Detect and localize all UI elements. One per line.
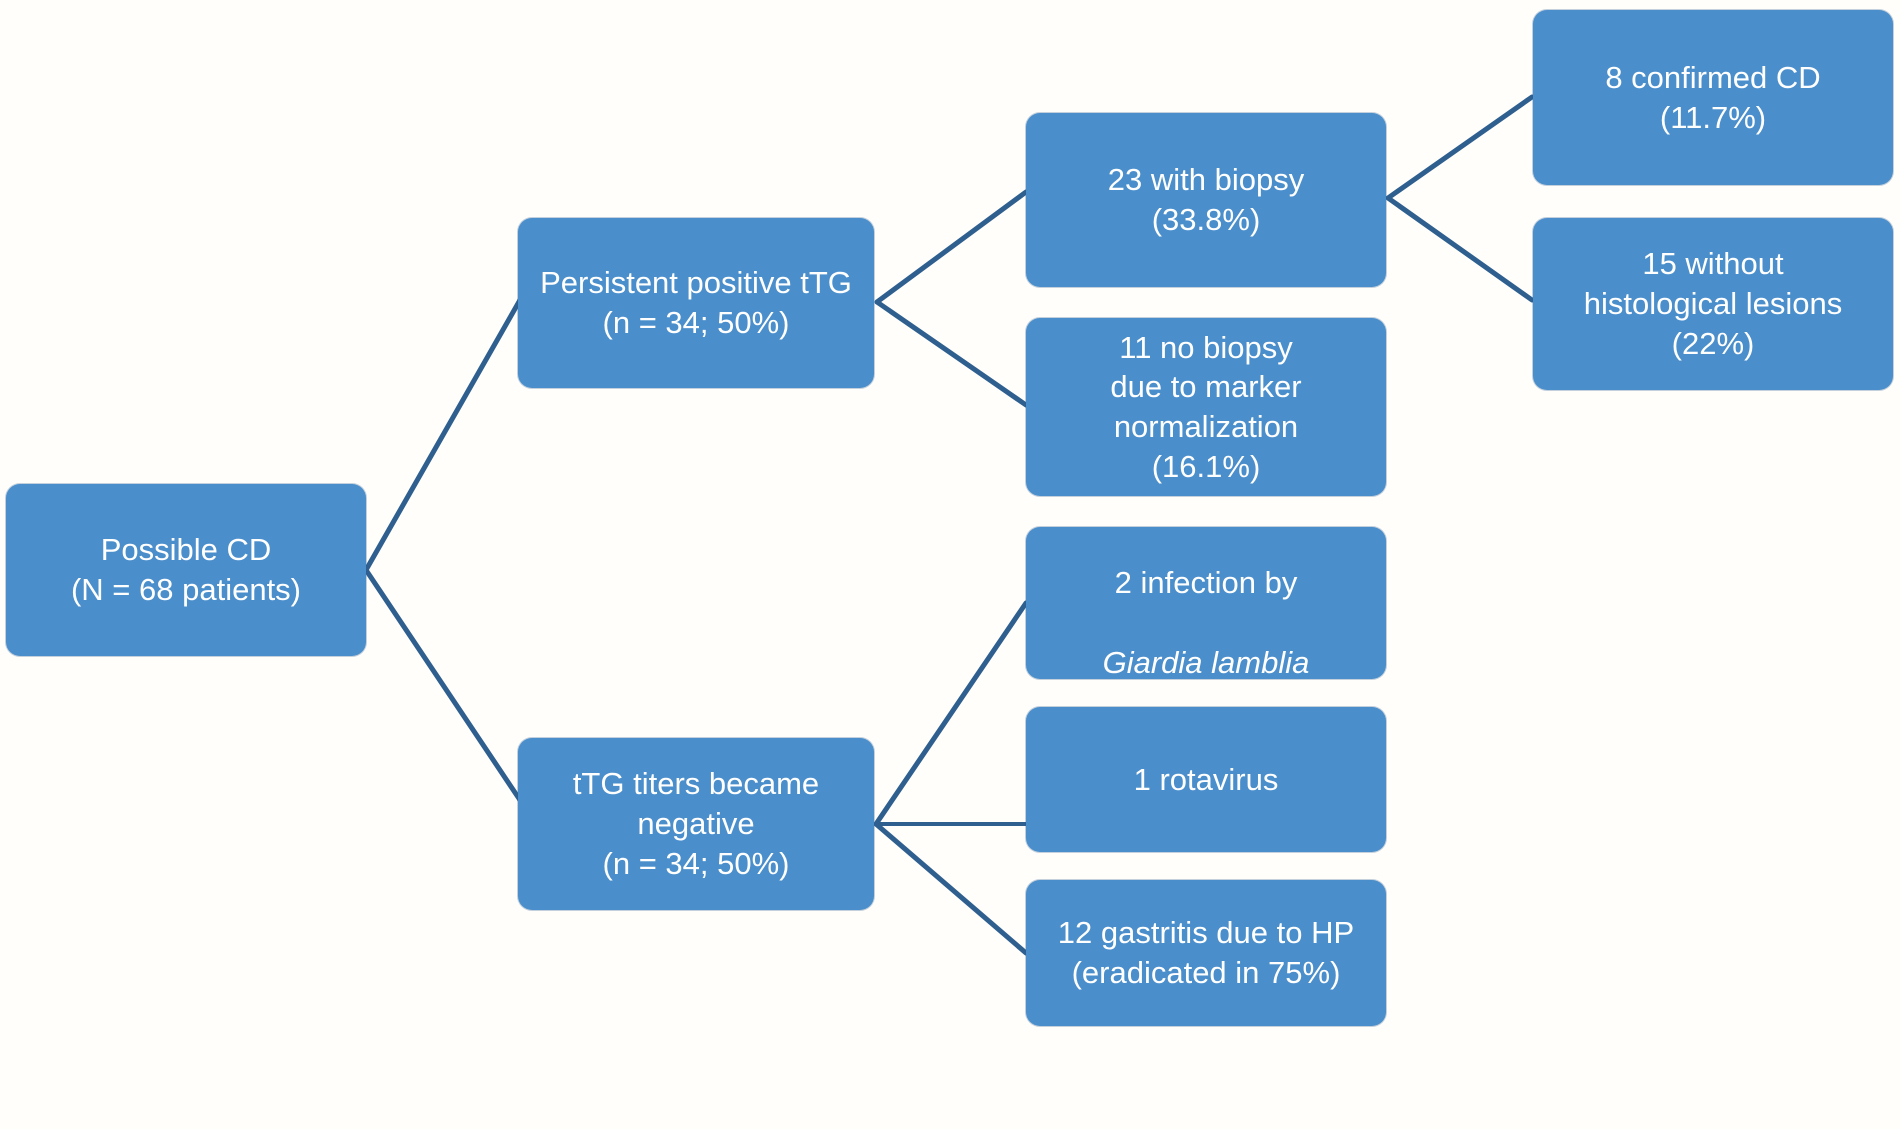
node-no-biopsy-marker-normalization-label: 11 no biopsy due to marker normalization… — [1110, 329, 1302, 484]
node-giardia-lamblia-infection[interactable]: 2 infection by Giardia lamblia — [1026, 527, 1386, 680]
node-rotavirus[interactable]: 1 rotavirus — [1026, 707, 1386, 852]
node-without-histological-lesions-label: 15 without histological lesions (22%) — [1583, 246, 1843, 361]
edge-persistent-positive-to-no-biopsy — [874, 299, 1029, 408]
node-giardia-line1: 2 infection by — [1114, 565, 1298, 601]
edge-possible-cd-to-persistent-positive — [363, 297, 523, 573]
edge-persistent-positive-to-with-biopsy — [874, 189, 1029, 305]
node-confirmed-cd-label: 8 confirmed CD (11.7%) — [1605, 59, 1821, 135]
edge-possible-cd-to-titers-negative — [363, 567, 523, 803]
node-gastritis-due-to-hp[interactable]: 12 gastritis due to HP (eradicated in 75… — [1026, 880, 1386, 1026]
edge-titers-negative-to-giardia — [873, 600, 1029, 827]
node-ttg-titers-became-negative[interactable]: tTG titers became negative (n = 34; 50%) — [518, 738, 874, 910]
edge-with-biopsy-to-without-lesions — [1385, 195, 1535, 303]
edge-with-biopsy-to-confirmed-cd — [1385, 94, 1535, 201]
node-rotavirus-label: 1 rotavirus — [1133, 761, 1279, 797]
node-giardia-species: Giardia lamblia — [1102, 644, 1310, 680]
node-possible-cd-label: Possible CD (N = 68 patients) — [70, 532, 302, 607]
node-possible-cd[interactable]: Possible CD (N = 68 patients) — [6, 484, 366, 656]
node-confirmed-cd[interactable]: 8 confirmed CD (11.7%) — [1533, 10, 1893, 185]
node-gastritis-due-to-hp-label: 12 gastritis due to HP (eradicated in 75… — [1057, 915, 1355, 990]
node-persistent-positive-ttg[interactable]: Persistent positive tTG (n = 34; 50%) — [518, 218, 874, 388]
edge-titers-negative-to-gastritis — [873, 821, 1029, 956]
node-ttg-titers-became-negative-label: tTG titers became negative (n = 34; 50%) — [572, 766, 820, 881]
node-persistent-positive-ttg-label: Persistent positive tTG (n = 34; 50%) — [540, 265, 852, 340]
node-no-biopsy-marker-normalization[interactable]: 11 no biopsy due to marker normalization… — [1026, 318, 1386, 496]
node-with-biopsy-label: 23 with biopsy (33.8%) — [1107, 162, 1305, 237]
node-without-histological-lesions[interactable]: 15 without histological lesions (22%) — [1533, 218, 1893, 390]
node-with-biopsy[interactable]: 23 with biopsy (33.8%) — [1026, 113, 1386, 287]
